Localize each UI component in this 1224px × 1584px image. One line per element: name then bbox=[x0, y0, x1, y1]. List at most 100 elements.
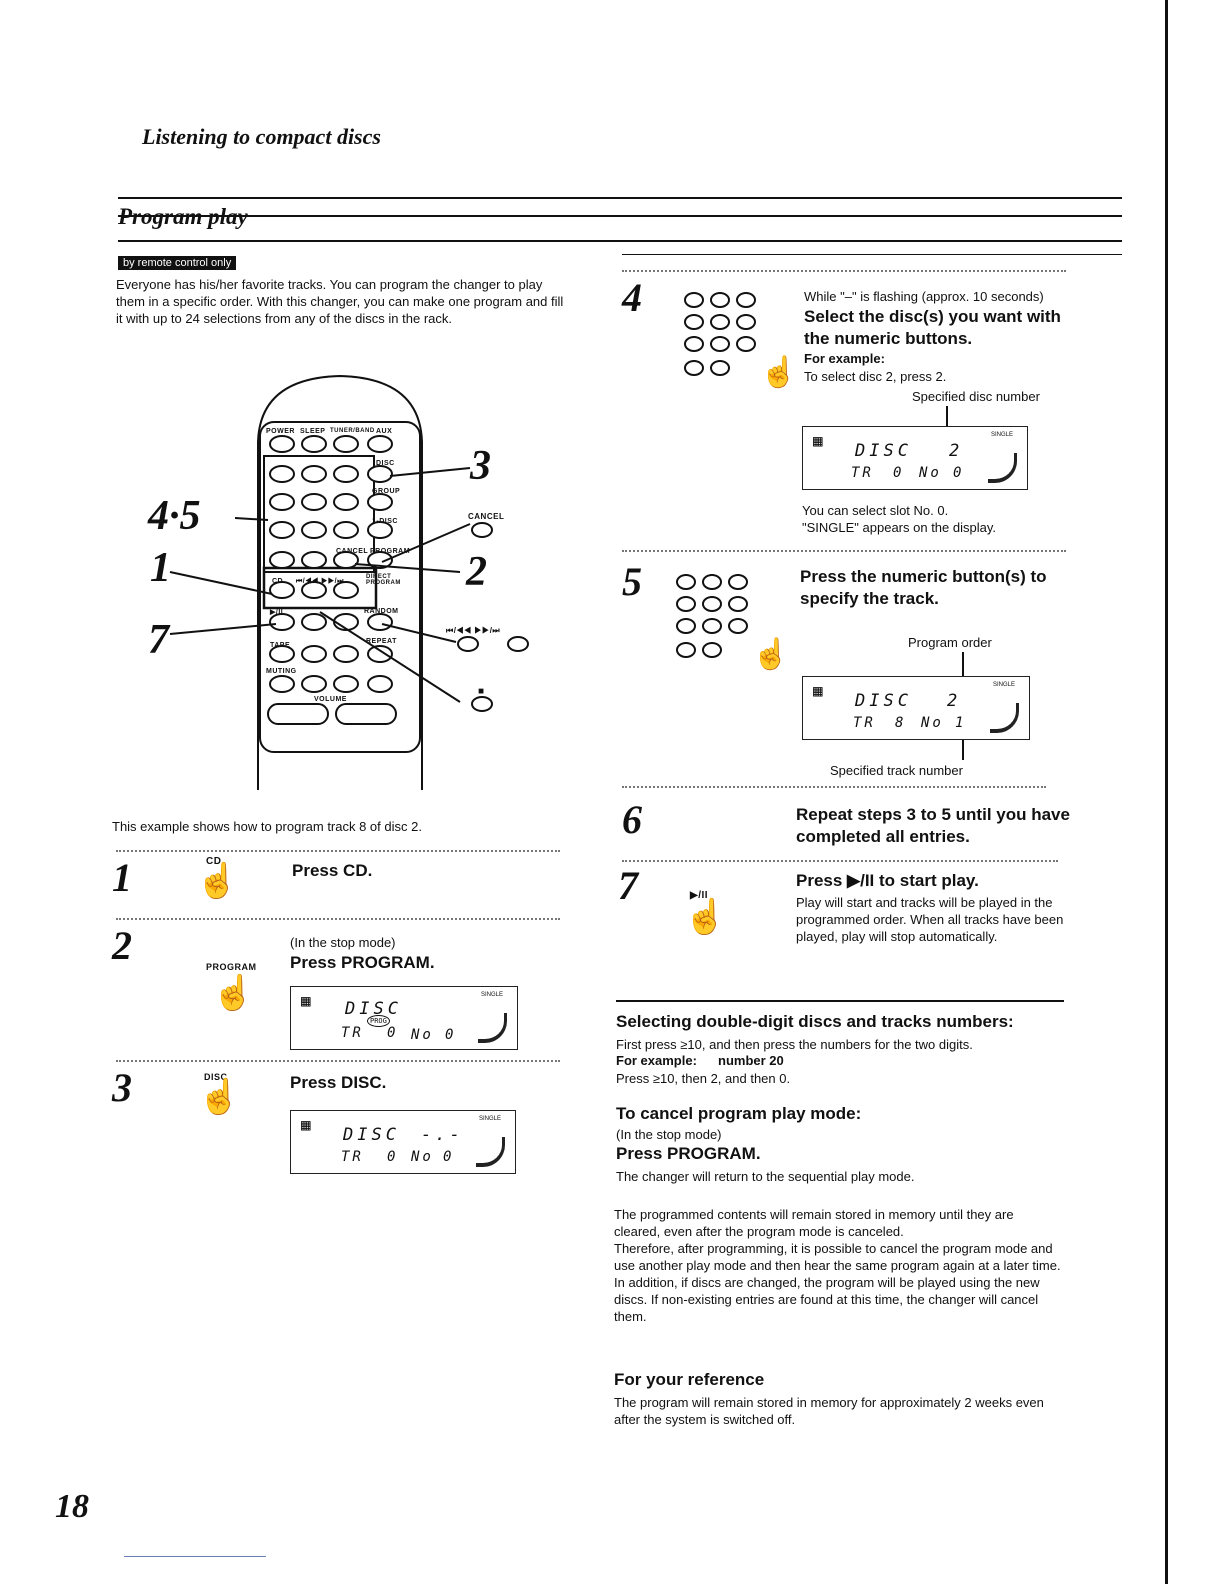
lcd-no-text: No bbox=[919, 465, 942, 481]
callout-program-order: Program order bbox=[908, 635, 992, 650]
divider-dots bbox=[116, 1060, 560, 1062]
remote-label-sleep: SLEEP bbox=[300, 428, 326, 435]
double-digit-example-label: For example: bbox=[616, 1053, 697, 1068]
remote-label-cd: CD bbox=[272, 578, 284, 585]
remote-label-group: GROUP bbox=[372, 488, 401, 495]
lcd-disc-arc-icon bbox=[988, 453, 1017, 483]
lcd-disc-number: 2 bbox=[947, 691, 962, 711]
step-2-key-label: PROGRAM bbox=[206, 962, 257, 972]
double-digit-example-value: number 20 bbox=[718, 1053, 784, 1068]
remote-label-power: POWER bbox=[266, 428, 295, 435]
step-4-note: You can select slot No. 0. "SINGLE" appe… bbox=[802, 503, 996, 535]
lcd-prog-badge: PROG bbox=[367, 1015, 390, 1027]
step-3-number: 3 bbox=[112, 1065, 132, 1110]
double-digit-heading: Selecting double-digit discs and tracks … bbox=[616, 1012, 1014, 1031]
lcd-no-text: No bbox=[411, 1149, 434, 1165]
lcd-display-step4: ▦ DISC 2 TR 0 No 0 SINGLE bbox=[802, 426, 1028, 490]
lcd-no-value: 1 bbox=[955, 715, 967, 731]
cancel-heading: To cancel program play mode: bbox=[616, 1104, 862, 1123]
reference-body: The program will remain stored in memory… bbox=[614, 1395, 1044, 1427]
remote-only-badge: by remote control only bbox=[118, 256, 237, 270]
step-7-number: 7 bbox=[618, 863, 638, 908]
callout-2: 2 bbox=[466, 549, 487, 595]
lcd-single: SINGLE bbox=[478, 1116, 501, 1122]
step-3-key-label: DISC bbox=[204, 1072, 228, 1082]
numeric-keypad-icon bbox=[684, 292, 756, 376]
side-label-skip: ⏮/◀◀ ▶▶/⏭ bbox=[446, 626, 501, 635]
remote-label-1disc: 1-DISC bbox=[372, 518, 398, 525]
remote-label-tuner: TUNER/BAND bbox=[330, 428, 375, 434]
remote-label-muting: MUTING bbox=[266, 668, 297, 675]
step-4-pre: While "–" is flashing (approx. 10 second… bbox=[804, 289, 1044, 304]
remote-label-repeat: REPEAT bbox=[366, 638, 397, 645]
step-2-number: 2 bbox=[112, 923, 132, 968]
step-6-title: Repeat steps 3 to 5 until you have compl… bbox=[796, 805, 1070, 846]
cancel-result: The changer will return to the sequentia… bbox=[616, 1169, 915, 1184]
lcd-display-step5: ▦ DISC 2 TR 8 No 1 SINGLE bbox=[802, 676, 1030, 740]
lcd-disc-text: DISC bbox=[855, 441, 912, 461]
lcd-disc-number: 2 bbox=[949, 441, 964, 461]
lcd-single: SINGLE bbox=[990, 432, 1013, 438]
lcd-disc-text: DISC bbox=[343, 1125, 400, 1145]
callout-7: 7 bbox=[148, 617, 169, 663]
remote-label-tape: TAPE bbox=[270, 642, 291, 649]
lcd-grid-icon: ▦ bbox=[813, 431, 823, 450]
lcd-disc-arc-icon bbox=[476, 1137, 505, 1167]
remote-label-direct: DIRECT PROGRAM bbox=[366, 574, 401, 586]
step-1-key-label: CD bbox=[206, 856, 222, 867]
remote-label-play: ▶/II bbox=[270, 609, 284, 616]
lcd-tr-text: TR bbox=[341, 1025, 364, 1041]
divider-dots bbox=[622, 860, 1058, 862]
remote-label-skip: ⏮/◀◀ ▶▶/⏭ bbox=[296, 578, 344, 585]
pointing-hand-icon: ☝ bbox=[752, 638, 790, 671]
lcd-tr-value: 8 bbox=[895, 715, 907, 731]
divider-dots bbox=[622, 786, 1046, 788]
divider-dots bbox=[116, 918, 560, 920]
pointing-hand-icon: ☝ bbox=[198, 1078, 241, 1116]
callout-3: 3 bbox=[470, 443, 491, 489]
lcd-single: SINGLE bbox=[992, 682, 1015, 688]
pointing-hand-icon: ☝ bbox=[196, 862, 239, 900]
step-4-title: Select the disc(s) you want with the num… bbox=[804, 307, 1061, 348]
remote-label-program: PROGRAM bbox=[370, 548, 411, 555]
cancel-pre: (In the stop mode) bbox=[616, 1127, 722, 1142]
lcd-grid-icon: ▦ bbox=[301, 991, 311, 1010]
pointing-hand-icon: ☝ bbox=[760, 356, 798, 389]
lcd-display-step2: ▦ DISC TR 0 PROG No 0 SINGLE bbox=[290, 986, 518, 1050]
lcd-tr-value: 0 bbox=[387, 1149, 399, 1165]
lcd-disc-text: DISC bbox=[855, 691, 912, 711]
callout-specified-track: Specified track number bbox=[830, 763, 963, 778]
callout-1: 1 bbox=[150, 545, 171, 591]
lcd-no-text: No bbox=[411, 1027, 434, 1043]
lcd-tr-text: TR bbox=[853, 715, 876, 731]
pointing-hand-icon: ☝ bbox=[684, 898, 727, 936]
cancel-action: Press PROGRAM. bbox=[616, 1144, 761, 1163]
step-6-number: 6 bbox=[622, 797, 642, 842]
lcd-tr-value: 0 bbox=[893, 465, 905, 481]
footer-rule bbox=[124, 1556, 266, 1557]
numeric-keypad-icon bbox=[676, 574, 748, 658]
divider-dots bbox=[116, 850, 560, 852]
remote-label-random: RANDOM bbox=[364, 608, 399, 615]
lcd-no-value: 0 bbox=[443, 1149, 455, 1165]
callout-specified-disc: Specified disc number bbox=[912, 389, 1040, 404]
intro-text: Everyone has his/her favorite tracks. Yo… bbox=[116, 277, 564, 326]
remote-label-disc: DISC bbox=[376, 460, 395, 467]
lcd-tr-text: TR bbox=[341, 1149, 364, 1165]
step-1-title: Press CD. bbox=[292, 861, 373, 880]
remote-label-volume: VOLUME bbox=[314, 696, 347, 703]
step-2-title: Press PROGRAM. bbox=[290, 953, 435, 972]
step-7-title: Press ▶/II to start play. bbox=[796, 871, 979, 890]
callout-4-5: 4·5 bbox=[148, 493, 201, 539]
side-label-stop: ■ bbox=[478, 686, 485, 697]
lcd-disc-arc-icon bbox=[990, 703, 1019, 733]
step-7-key-label: ▶/II bbox=[690, 890, 709, 901]
remote-label-aux: AUX bbox=[376, 428, 393, 435]
lcd-grid-icon: ▦ bbox=[301, 1115, 311, 1134]
header-rule bbox=[118, 197, 1122, 199]
section-rule bbox=[616, 1000, 1064, 1002]
title-rule-bottom bbox=[118, 240, 1122, 242]
lcd-no-value: 0 bbox=[445, 1027, 457, 1043]
double-digit-line1: First press ≥10, and then press the numb… bbox=[616, 1037, 973, 1052]
title-rule-top bbox=[118, 215, 1122, 217]
